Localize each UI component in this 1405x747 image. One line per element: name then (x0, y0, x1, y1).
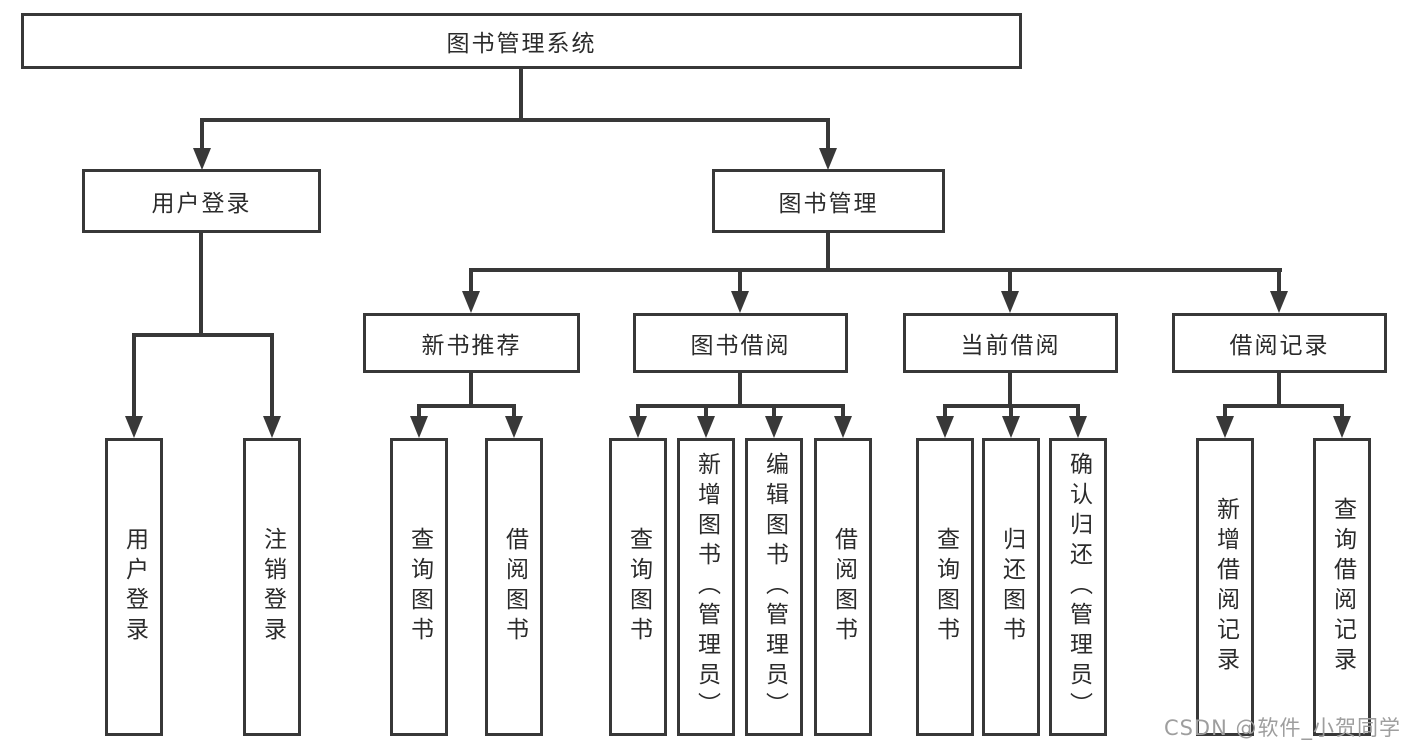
arrow-down-icon (1002, 416, 1020, 438)
node-current-borrowing: 当前借阅 (903, 313, 1118, 373)
node-borrowing-records-label: 借阅记录 (1229, 333, 1330, 359)
connector-line (1277, 268, 1281, 294)
connector-line (943, 404, 947, 418)
connector-line (841, 404, 845, 418)
node-book-borrowing: 图书借阅 (633, 313, 848, 373)
arrow-down-icon (263, 416, 281, 438)
connector-line (636, 404, 640, 418)
connector-line (132, 333, 136, 418)
connector-line (519, 66, 523, 120)
connector-line (636, 404, 845, 408)
connector-line (270, 333, 274, 418)
connector-line (469, 370, 473, 406)
leaf-edit-books-admin: 编辑图书（管理员） (745, 438, 803, 736)
arrow-down-icon (505, 416, 523, 438)
arrow-down-icon (1333, 416, 1351, 438)
connector-line (826, 118, 830, 150)
watermark: CSDN @软件_小贺同学 (1163, 716, 1401, 740)
node-root: 图书管理系统 (21, 13, 1022, 69)
connector-line (1008, 370, 1012, 406)
leaf-add-books-admin: 新增图书（管理员） (677, 438, 735, 736)
leaf-borrow-books-newbook: 借阅图书 (485, 438, 543, 736)
connector-line (199, 230, 203, 337)
arrow-down-icon (1270, 291, 1288, 313)
connector-line (826, 230, 830, 272)
node-book-management: 图书管理 (712, 169, 945, 233)
node-current-borrowing-label: 当前借阅 (960, 333, 1061, 359)
arrow-down-icon (697, 416, 715, 438)
arrow-down-icon (819, 148, 837, 170)
connector-line (1223, 404, 1227, 418)
arrow-down-icon (936, 416, 954, 438)
node-new-book-recommendation-label: 新书推荐 (421, 333, 522, 359)
leaf-query-books-borrow: 查询图书 (609, 438, 667, 736)
connector-line (1223, 404, 1344, 408)
arrow-down-icon (1001, 291, 1019, 313)
leaf-return-books: 归还图书 (982, 438, 1040, 736)
node-root-label: 图书管理系统 (446, 31, 597, 57)
arrow-down-icon (462, 291, 480, 313)
connector-line (1008, 268, 1012, 294)
arrow-down-icon (629, 416, 647, 438)
leaf-user-login: 用户登录 (105, 438, 163, 736)
connector-line (1009, 404, 1013, 418)
connector-line (704, 404, 708, 418)
connector-line (738, 268, 742, 294)
arrow-down-icon (834, 416, 852, 438)
leaf-query-borrow-record: 查询借阅记录 (1313, 438, 1371, 736)
node-user-login-label: 用户登录 (151, 191, 252, 217)
leaf-query-books-current: 查询图书 (916, 438, 974, 736)
connector-line (200, 118, 204, 150)
arrow-down-icon (765, 416, 783, 438)
arrow-down-icon (731, 291, 749, 313)
connector-line (417, 404, 421, 418)
connector-line (512, 404, 516, 418)
arrow-down-icon (193, 148, 211, 170)
connector-line (469, 268, 473, 294)
arrow-down-icon (125, 416, 143, 438)
arrow-down-icon (1069, 416, 1087, 438)
arrow-down-icon (410, 416, 428, 438)
connector-line (132, 333, 274, 337)
arrow-down-icon (1216, 416, 1234, 438)
node-book-borrowing-label: 图书借阅 (690, 333, 791, 359)
connector-line (1076, 404, 1080, 418)
connector-line (469, 268, 1282, 272)
connector-line (1277, 370, 1281, 406)
connector-line (738, 370, 742, 406)
node-book-management-label: 图书管理 (778, 191, 879, 217)
node-user-login: 用户登录 (82, 169, 321, 233)
leaf-add-borrow-record: 新增借阅记录 (1196, 438, 1254, 736)
leaf-logout-login: 注销登录 (243, 438, 301, 736)
connector-line (772, 404, 776, 418)
node-new-book-recommendation: 新书推荐 (363, 313, 580, 373)
connector-line (200, 118, 830, 122)
leaf-confirm-return-admin: 确认归还（管理员） (1049, 438, 1107, 736)
node-borrowing-records: 借阅记录 (1172, 313, 1387, 373)
leaf-borrow-books: 借阅图书 (814, 438, 872, 736)
connector-line (1340, 404, 1344, 418)
connector-line (417, 404, 516, 408)
leaf-query-books-newbook: 查询图书 (390, 438, 448, 736)
